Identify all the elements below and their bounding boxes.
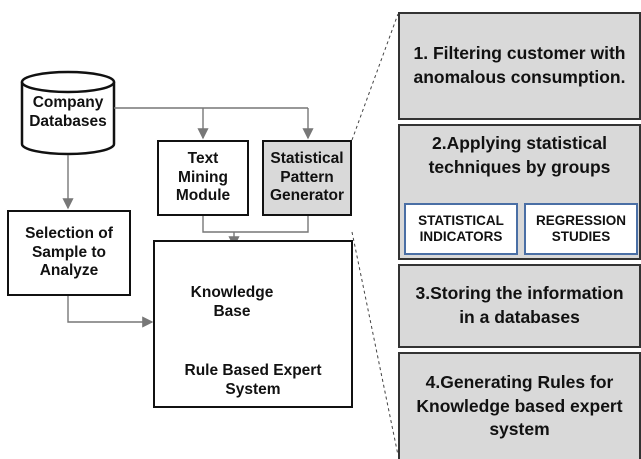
arrow-modules-merge	[202, 216, 309, 233]
sample-selection-box: Selection of Sample to Analyze	[7, 210, 131, 296]
step-1-filtering: 1. Filtering customer with anomalous con…	[398, 12, 641, 120]
rule-based-expert-system-box: Rule Based Expert System	[153, 240, 353, 408]
step-4-generating-rules: 4.Generating Rules for Knowledge based e…	[398, 352, 641, 459]
regression-studies-box: REGRESSION STUDIES	[524, 203, 638, 255]
text-mining-module-box: Text Mining Module	[157, 140, 249, 216]
company-databases-cylinder	[20, 70, 116, 156]
company-databases-label: Company Databases	[29, 94, 107, 131]
arrow-sample-to-expert	[67, 295, 154, 328]
step-3-storing: 3.Storing the information in a databases	[398, 264, 641, 348]
callout-line-bottom	[351, 231, 399, 456]
statistical-indicators-box: STATISTICAL INDICATORS	[404, 203, 518, 255]
step-2-title: 2.Applying statistical techniques by gro…	[428, 133, 611, 177]
statistical-pattern-generator-box: Statistical Pattern Generator	[262, 140, 352, 216]
knowledge-base-label: Knowledge Base	[190, 284, 274, 321]
callout-line-top	[351, 13, 399, 141]
